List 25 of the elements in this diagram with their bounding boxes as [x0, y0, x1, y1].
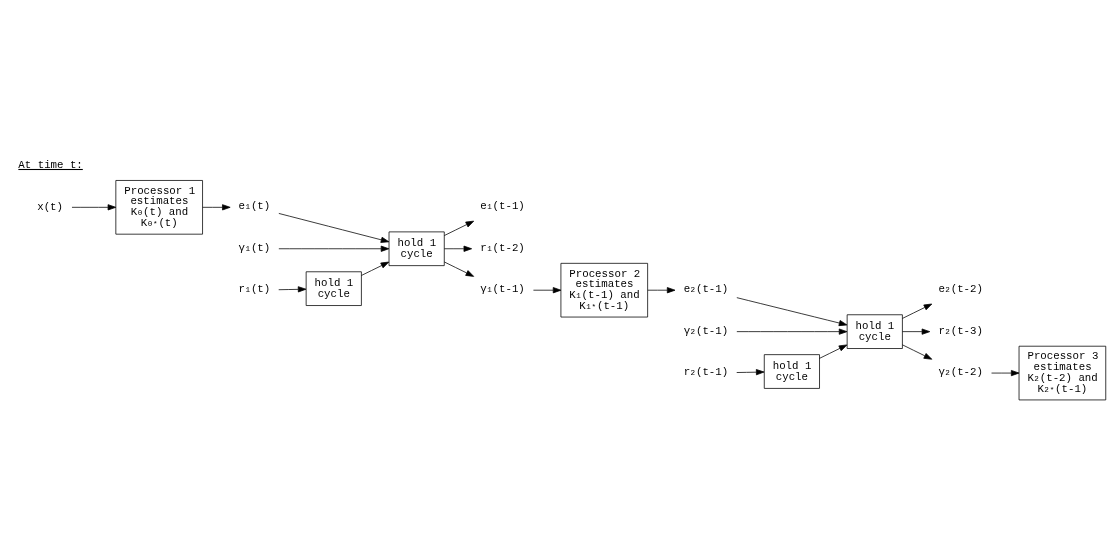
arrow — [902, 328, 931, 335]
arrow — [533, 287, 562, 294]
arrow — [278, 286, 307, 293]
arrow — [361, 261, 390, 276]
arrow — [443, 245, 472, 252]
arrow — [647, 287, 676, 294]
arrow — [443, 220, 475, 236]
node-text: x(t) — [37, 201, 63, 214]
arrow — [819, 344, 848, 359]
arrow — [278, 213, 390, 243]
arrow — [202, 204, 231, 211]
arrow — [902, 303, 933, 319]
arrow — [902, 344, 933, 360]
arrow — [991, 370, 1020, 377]
node-box: hold 1 cycle — [846, 314, 903, 349]
node-box: hold 1 cycle — [388, 231, 445, 267]
arrow — [278, 245, 390, 252]
arrow — [71, 204, 117, 211]
arrow — [736, 297, 848, 327]
label: At time t: — [18, 158, 83, 171]
arrow — [443, 261, 475, 277]
node-box: hold 1 cycle — [763, 354, 820, 389]
arrow — [736, 369, 765, 376]
arrow — [736, 328, 848, 335]
node-box: hold 1 cycle — [305, 271, 362, 306]
